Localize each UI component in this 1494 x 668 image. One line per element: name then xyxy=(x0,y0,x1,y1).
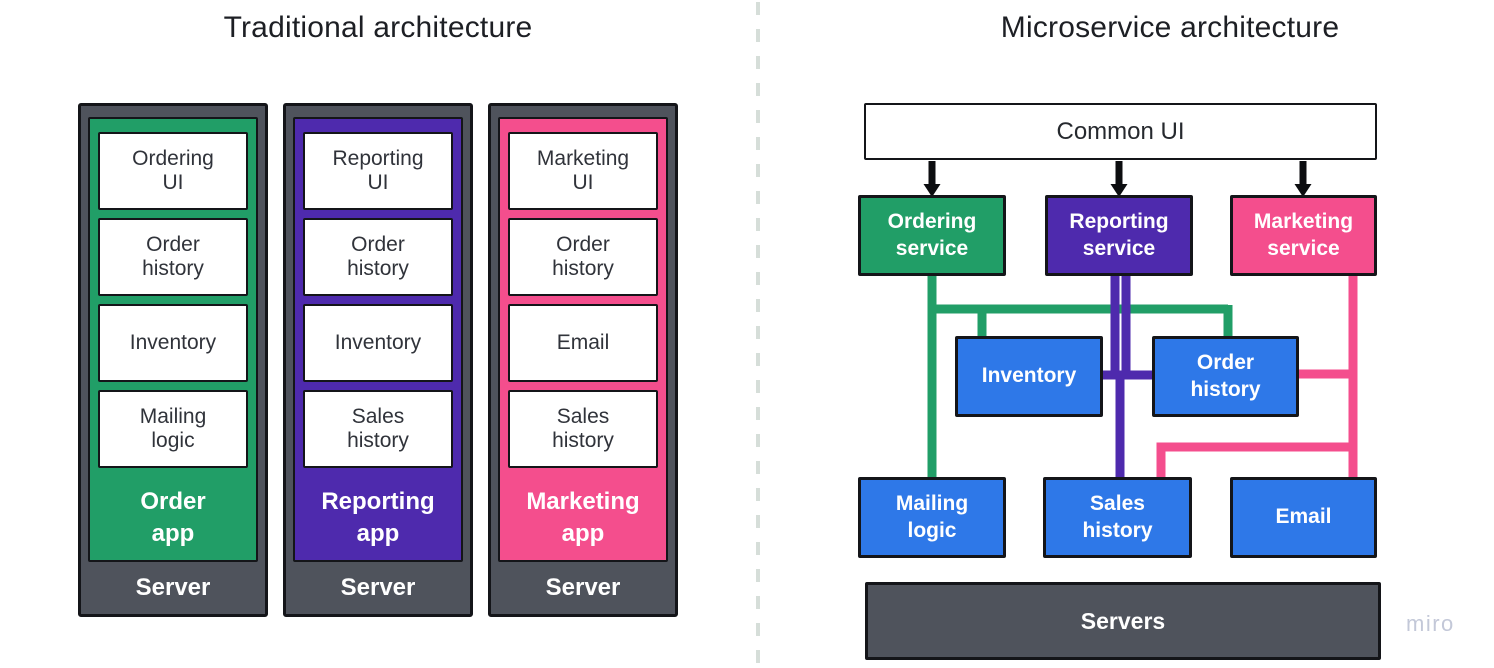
module-inventory: Inventory xyxy=(98,304,248,382)
reporting-service-connections xyxy=(1103,276,1152,478)
mailing-logic-node: Mailing logic xyxy=(858,477,1006,558)
order-app-container: Ordering UI Order history Inventory Mail… xyxy=(88,117,258,562)
module-order-history: Order history xyxy=(303,218,453,296)
servers-node: Servers xyxy=(865,582,1381,660)
common-ui-arrows xyxy=(923,161,1312,197)
module-reporting-ui: Reporting UI xyxy=(303,132,453,210)
order-history-node: Order history xyxy=(1152,336,1299,417)
server-label: Server xyxy=(545,574,621,601)
order-app-server-column: Ordering UI Order history Inventory Mail… xyxy=(78,103,268,617)
server-label: Server xyxy=(340,574,416,601)
miro-watermark: miro xyxy=(1406,611,1455,636)
microservice-architecture-title: Microservice architecture xyxy=(1000,11,1340,44)
module-sales-history: Sales history xyxy=(508,390,658,468)
module-sales-history: Sales history xyxy=(303,390,453,468)
sales-history-node: Sales history xyxy=(1043,477,1192,558)
module-order-history: Order history xyxy=(508,218,658,296)
server-label: Server xyxy=(135,574,211,601)
reporting-app-container: Reporting UI Order history Inventory Sal… xyxy=(293,117,463,562)
marketing-app-server-column: Marketing UI Order history Email Sales h… xyxy=(488,103,678,617)
marketing-app-container: Marketing UI Order history Email Sales h… xyxy=(498,117,668,562)
order-app-label: Order app xyxy=(140,487,206,547)
marketing-app-label: Marketing app xyxy=(526,487,640,547)
module-inventory: Inventory xyxy=(303,304,453,382)
traditional-architecture-title: Traditional architecture xyxy=(223,11,533,44)
inventory-node: Inventory xyxy=(955,336,1103,417)
ordering-service-node: Ordering service xyxy=(858,195,1006,276)
module-email: Email xyxy=(508,304,658,382)
reporting-app-label: Reporting app xyxy=(321,487,435,547)
marketing-service-node: Marketing service xyxy=(1230,195,1377,276)
email-node: Email xyxy=(1230,477,1377,558)
common-ui-node: Common UI xyxy=(864,103,1377,160)
module-marketing-ui: Marketing UI xyxy=(508,132,658,210)
reporting-app-server-column: Reporting UI Order history Inventory Sal… xyxy=(283,103,473,617)
module-ordering-ui: Ordering UI xyxy=(98,132,248,210)
module-order-history: Order history xyxy=(98,218,248,296)
reporting-service-node: Reporting service xyxy=(1045,195,1193,276)
module-mailing-logic: Mailing logic xyxy=(98,390,248,468)
